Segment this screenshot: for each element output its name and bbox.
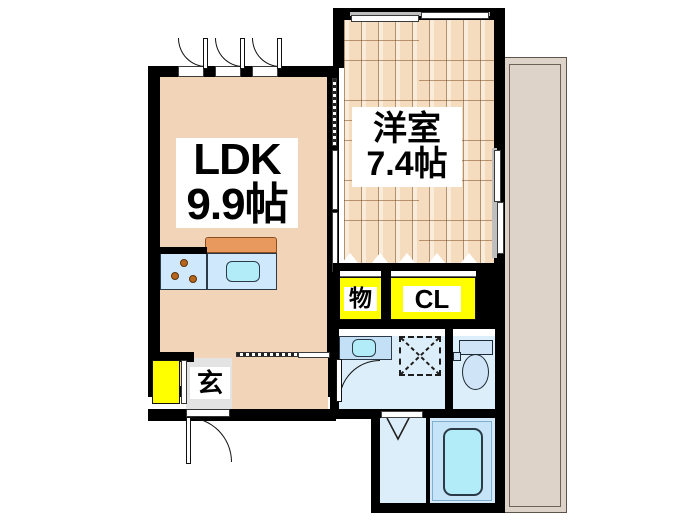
wall-washroom-left bbox=[330, 329, 339, 409]
label-genkan: 玄 bbox=[190, 367, 230, 399]
closet-door-fold-2 bbox=[428, 253, 446, 264]
bedroom-balcony-sash-upper[interactable] bbox=[494, 150, 501, 202]
bedroom-window-rail bbox=[350, 12, 490, 16]
bedroom-balcony-door-rail bbox=[492, 148, 497, 258]
closet-door-fold-3 bbox=[460, 253, 478, 264]
wall-closet-band-top bbox=[333, 263, 505, 271]
label-ldk: LDK 9.9帖 bbox=[176, 135, 298, 229]
wall-bath-bottom bbox=[371, 503, 505, 513]
wall-toilet-right bbox=[495, 329, 505, 513]
stove-burner-3 bbox=[189, 275, 197, 283]
wall-toilet-left bbox=[445, 329, 453, 411]
label-genkan-text: 玄 bbox=[196, 367, 223, 398]
stove-burner-1 bbox=[180, 259, 188, 267]
bathtub bbox=[443, 428, 483, 496]
label-storage-text: 物 bbox=[349, 285, 372, 312]
wall-washroom-bottom bbox=[330, 409, 372, 419]
storage-door-fold-left bbox=[341, 253, 359, 264]
ldk-window-leaf-3 bbox=[277, 38, 282, 69]
ldk-window-1[interactable] bbox=[178, 66, 204, 77]
label-bedroom: 洋室 7.4帖 bbox=[352, 107, 462, 187]
label-ldk-size: 9.9帖 bbox=[186, 180, 288, 229]
label-closet-text: CL bbox=[414, 283, 450, 314]
label-bedroom-size: 7.4帖 bbox=[366, 145, 448, 183]
wall-genkan-top bbox=[148, 352, 194, 362]
label-ldk-name: LDK bbox=[193, 135, 281, 185]
closet-door-fold-1 bbox=[398, 253, 416, 264]
room-ldk bbox=[160, 77, 327, 386]
ldk-window-swing-2 bbox=[215, 38, 243, 67]
bath-door-swing-icon bbox=[386, 418, 410, 441]
wall-bath-top bbox=[371, 409, 505, 418]
wall-bedroom-left bbox=[333, 8, 344, 68]
wall-closet-band-bottom bbox=[333, 320, 505, 329]
wall-closet-middle-edge bbox=[381, 271, 391, 321]
ldk-window-swing-3 bbox=[252, 38, 280, 67]
stove-burner-2 bbox=[171, 272, 179, 280]
wall-hallway-bottom bbox=[148, 409, 336, 421]
bath-changing-area bbox=[379, 418, 429, 513]
bath-door-panel[interactable] bbox=[381, 411, 423, 418]
kitchen-counter bbox=[205, 237, 277, 253]
washer-space bbox=[399, 336, 441, 376]
kitchen-sink-basin bbox=[226, 261, 260, 282]
ldk-hall-sliding-door-track[interactable] bbox=[236, 352, 298, 357]
entrance-door-panel[interactable] bbox=[186, 409, 230, 417]
wall-ldk-left bbox=[148, 66, 160, 397]
storage-door-fold-right bbox=[371, 253, 389, 264]
entrance-door-leaf bbox=[186, 417, 191, 464]
closet-door-rail bbox=[339, 271, 499, 277]
shoe-cabinet[interactable] bbox=[152, 360, 180, 404]
balcony-railing-inner bbox=[509, 64, 561, 507]
genkan-step bbox=[181, 360, 187, 404]
wall-bath-divider bbox=[426, 418, 430, 503]
wall-bath-left bbox=[371, 409, 380, 513]
ldk-bedroom-sliding-door-track[interactable] bbox=[332, 78, 337, 146]
ldk-window-swing-1 bbox=[178, 38, 206, 67]
kitchen-partition-wall bbox=[160, 247, 207, 254]
bedroom-balcony-sash-lower[interactable] bbox=[497, 202, 504, 254]
hallway-floor bbox=[232, 358, 328, 409]
ldk-bedroom-sliding-sash-1[interactable] bbox=[332, 150, 338, 210]
label-closet: CL bbox=[403, 286, 461, 312]
label-bedroom-name: 洋室 bbox=[373, 110, 441, 149]
ldk-window-3[interactable] bbox=[252, 66, 278, 77]
ldk-window-2[interactable] bbox=[215, 66, 241, 77]
label-storage: 物 bbox=[344, 285, 377, 312]
washer-space-cross-icon bbox=[400, 337, 440, 375]
ldk-window-leaf-2 bbox=[240, 38, 245, 69]
washroom-door-leaf bbox=[336, 359, 342, 402]
washbasin bbox=[352, 339, 376, 357]
bedroom-window-sash-left[interactable] bbox=[351, 15, 419, 22]
entrance-door-swing bbox=[187, 417, 232, 462]
ldk-hall-sliding-sash[interactable] bbox=[298, 352, 330, 358]
ldk-window-leaf-1 bbox=[203, 38, 208, 69]
toilet-tank bbox=[459, 340, 493, 355]
toilet-flush-lever bbox=[453, 352, 461, 361]
wall-closet-left-edge bbox=[333, 263, 340, 329]
wall-bedroom-right bbox=[494, 8, 505, 263]
wall-closet-right-edge bbox=[476, 263, 505, 329]
toilet-bowl bbox=[462, 354, 489, 390]
bedroom-window-sash-right[interactable] bbox=[421, 12, 489, 19]
balcony-floor bbox=[503, 57, 567, 513]
